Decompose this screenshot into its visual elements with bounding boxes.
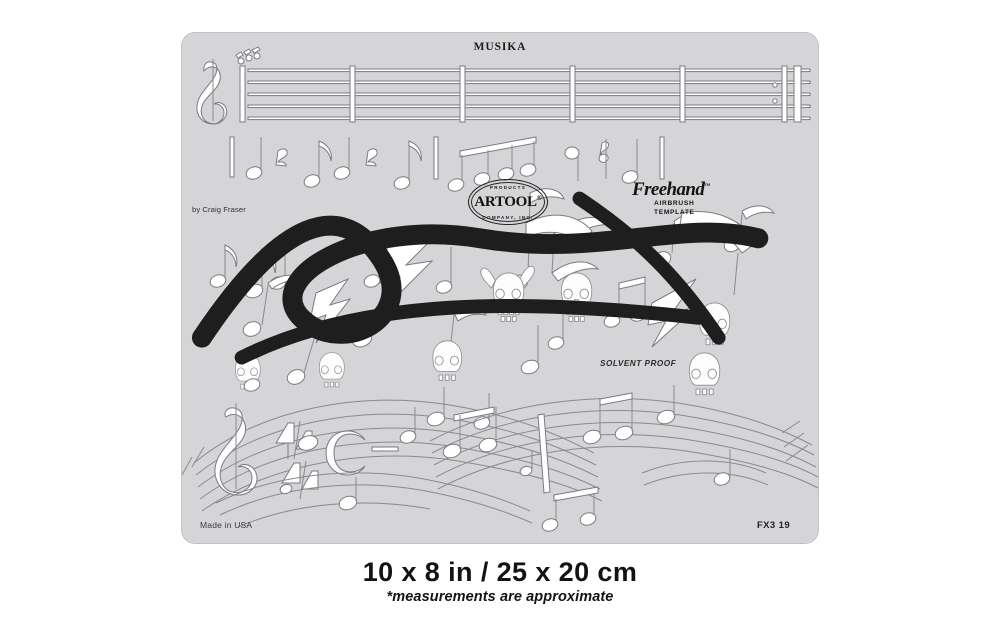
artool-logo-outer-ring bbox=[468, 179, 548, 225]
top-staff-band bbox=[196, 46, 811, 125]
freehand-subtitle-line1: AIRBRUSH bbox=[654, 200, 695, 207]
trademark-icon: ™ bbox=[704, 183, 710, 190]
freehand-subtitle-line2: TEMPLATE bbox=[654, 208, 695, 216]
artool-logo-arc-top: PRODUCTS bbox=[489, 185, 527, 190]
artool-logo-wordmark: ARTOOL® bbox=[468, 194, 548, 211]
size-line: 10 x 8 in / 25 x 20 cm bbox=[362, 557, 638, 587]
note-row bbox=[229, 136, 665, 192]
product-title: MUSIKA bbox=[473, 41, 527, 53]
artool-logo-name: ARTOOL bbox=[474, 194, 537, 210]
solvent-proof-label: SOLVENT PROOF bbox=[600, 359, 677, 368]
airbrush-stencil-template: MUSIKA PRODUCTS ARTOOL® COMPANY, INC. Fr… bbox=[182, 33, 818, 543]
size-caption: 10 x 8 in / 25 x 20 cm *measurements are… bbox=[0, 556, 1000, 606]
artist-signature bbox=[191, 191, 769, 365]
product-code-label: FX3 19 bbox=[756, 520, 790, 531]
flowing-staves bbox=[182, 378, 818, 532]
freehand-wordmark: Freehand™ bbox=[632, 179, 710, 201]
freehand-subtitle: AIRBRUSH TEMPLATE bbox=[654, 200, 695, 217]
freehand-series-name: Freehand bbox=[632, 179, 705, 200]
artool-logo-inner-ring bbox=[471, 182, 545, 222]
made-in-usa-label: Made in USA bbox=[200, 520, 253, 530]
artool-logo-arc-bottom: COMPANY, INC. bbox=[482, 215, 534, 220]
artist-credit: by Craig Fraser bbox=[192, 205, 246, 214]
registered-mark-icon: ® bbox=[536, 194, 542, 202]
size-disclaimer: *measurements are approximate bbox=[386, 589, 614, 605]
artool-logo: PRODUCTS ARTOOL® COMPANY, INC. bbox=[468, 179, 548, 225]
freehand-logo: Freehand™ AIRBRUSH TEMPLATE bbox=[632, 179, 722, 223]
